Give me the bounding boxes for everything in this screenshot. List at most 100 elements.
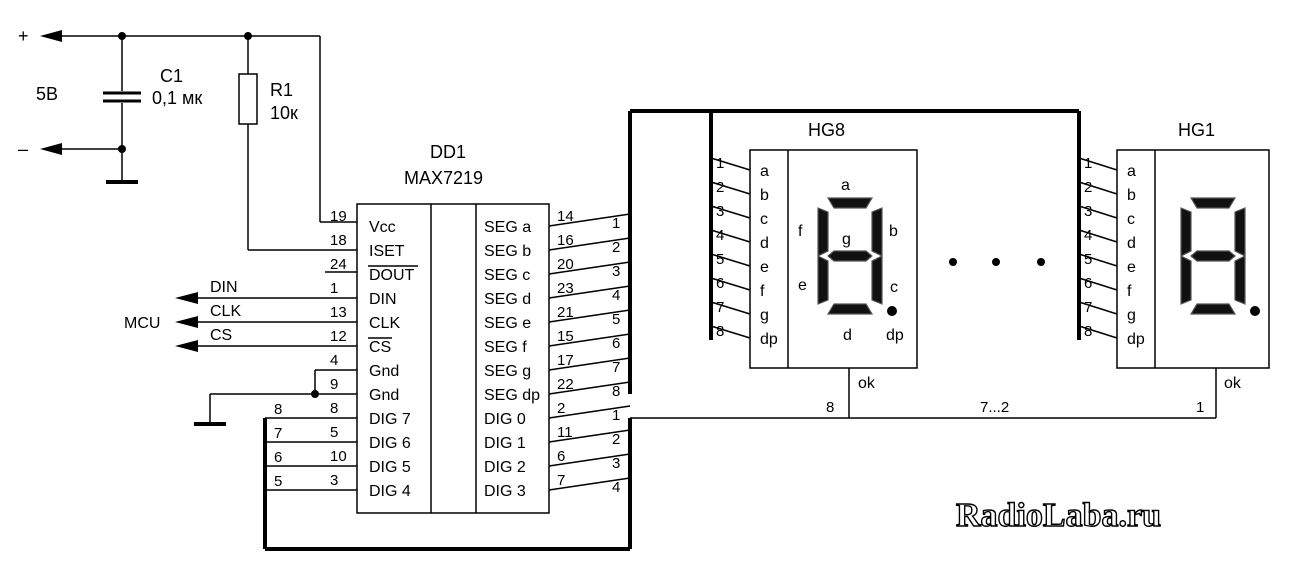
hg1-common-pin: 1: [1196, 399, 1204, 416]
display-pin-name: a: [1127, 163, 1136, 180]
segment-f: [817, 207, 829, 257]
chip-left-pins: 19Vcc18ISET24DOUT1DIN13CLK12CS4Gnd9Gnd8D…: [325, 208, 415, 500]
minus-label: –: [18, 139, 28, 159]
display-pin-name: e: [1127, 259, 1136, 276]
chip-pin-number: 9: [330, 376, 338, 393]
chip-pin-number: 16: [557, 232, 574, 249]
watermark: RadioLaba.ru: [956, 497, 1161, 534]
chip-pin-name: DIG 1: [484, 435, 526, 452]
display-pin-name: d: [1127, 235, 1136, 252]
mcu-signal-din: DIN: [210, 279, 238, 296]
bus-line-number: 6: [274, 449, 282, 466]
segment-d: [1189, 303, 1237, 315]
chip-pin-number: 17: [557, 352, 574, 369]
bus-line-number: 2: [612, 431, 620, 448]
mcu-signal-clk: CLK: [210, 303, 241, 320]
bus-line-number: 1: [612, 215, 620, 232]
chip-pin-number: 11: [557, 424, 573, 441]
display-pin-number: 4: [1084, 227, 1092, 244]
segment-g: [1190, 250, 1236, 262]
bus-line-number: 6: [612, 335, 620, 352]
chip-pin-name: DIG 2: [484, 459, 526, 476]
chip-pin-number: 21: [557, 304, 574, 321]
bus-line-number: 7: [612, 359, 620, 376]
display-pin-number: 5: [1084, 251, 1092, 268]
chip-part: MAX7219: [404, 168, 483, 188]
chip-body: [356, 203, 550, 514]
display-pin-name: dp: [1127, 331, 1145, 348]
chip-pin-name: DIG 5: [369, 459, 411, 476]
hg8-seg-b-label: b: [889, 223, 898, 240]
display-pin-name: g: [1127, 307, 1136, 324]
chip-pin-name: CS: [369, 339, 391, 356]
mcu-signal-cs: CS: [210, 327, 232, 344]
display-pin-number: 4: [716, 227, 724, 244]
display-pin-name: f: [1127, 283, 1132, 300]
chip-pin-number: 22: [557, 376, 574, 393]
chip-pin-name: CLK: [369, 315, 400, 332]
chip-pin-name: SEG f: [484, 339, 527, 356]
chip-ref: DD1: [430, 142, 466, 162]
bus-line-number: 2: [612, 239, 620, 256]
chip-pin-name: SEG dp: [484, 387, 540, 404]
display-pin-number: 1: [1084, 155, 1092, 172]
chip-pin-number: 7: [557, 472, 565, 489]
hg8-common-pin: 8: [826, 399, 834, 416]
power-section: + – 5В C1 0,1 мк R1 10к: [18, 26, 357, 251]
bus-line-number: 8: [274, 401, 282, 418]
chip-pin-number: 12: [330, 328, 347, 345]
chip-pin-number: 13: [330, 304, 347, 321]
chip-pin-name: Gnd: [369, 387, 399, 404]
chip-pin-number: 14: [557, 208, 574, 225]
segment-c: [1234, 255, 1246, 305]
chip-pin-name: DIG 6: [369, 435, 411, 452]
display-pin-name: b: [1127, 187, 1136, 204]
segment-b: [871, 207, 883, 257]
voltage-label: 5В: [36, 84, 58, 104]
hg8-common-label: ok: [858, 375, 876, 392]
display-pin-name: e: [760, 259, 769, 276]
chip-pin-name: DOUT: [369, 267, 415, 284]
display-pin-name: a: [760, 163, 769, 180]
chip-pin-number: 24: [330, 256, 347, 273]
dig-range-label: 7...2: [980, 399, 1009, 416]
bus-line-number: 7: [274, 425, 282, 442]
chip-pin-name: DIG 3: [484, 483, 526, 500]
clk-arrow: [175, 316, 198, 328]
chip-pin-number: 8: [330, 400, 338, 417]
hg8-seg-c-label: c: [890, 279, 898, 296]
chip-pin-name: SEG e: [484, 315, 531, 332]
chip-pin-name: DIN: [369, 291, 397, 308]
hg8-ref: HG8: [808, 120, 845, 140]
chip-pin-name: DIG 7: [369, 411, 411, 428]
chip-pin-number: 4: [330, 352, 338, 369]
mcu-label: MCU: [124, 315, 160, 332]
c1-value: 0,1 мк: [152, 88, 202, 108]
bus-line-number: 1: [612, 407, 620, 424]
bus-line-number: 4: [612, 479, 620, 496]
dig-bus-left: 8 7 6 5: [263, 401, 630, 551]
segment-dp: [887, 306, 897, 316]
bus-line-number: 5: [274, 473, 282, 490]
display-pin-number: 5: [716, 251, 724, 268]
chip-pin-number: 20: [557, 256, 574, 273]
chip-pin-number: 3: [330, 472, 338, 489]
chip-pin-number: 10: [330, 448, 347, 465]
cs-arrow: [175, 340, 198, 352]
ellipsis-dot: [992, 258, 1000, 266]
segment-d: [826, 303, 874, 315]
chip-pin-name: SEG a: [484, 219, 531, 236]
segment-e: [817, 255, 829, 305]
chip-pin-name: SEG d: [484, 291, 531, 308]
display-pin-name: dp: [760, 331, 778, 348]
segment-f: [1180, 207, 1192, 257]
ellipsis-dot: [949, 258, 957, 266]
chip-pin-name: Vcc: [369, 219, 396, 236]
bus-line-number: 5: [612, 311, 620, 328]
chip-pin-name: ISET: [369, 243, 405, 260]
plus-arrow: [40, 30, 62, 42]
